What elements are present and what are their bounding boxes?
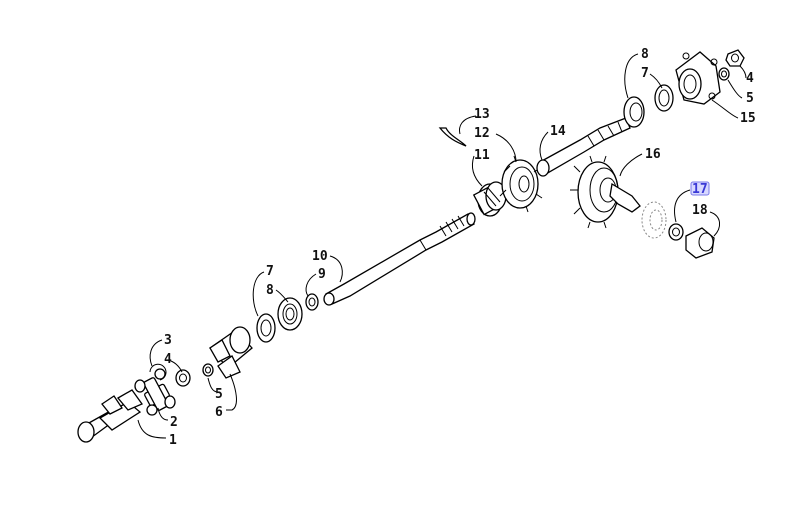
callout-8-left[interactable]: 8	[266, 283, 274, 298]
part-hub-flange-15[interactable]	[675, 51, 721, 105]
callout-7-right[interactable]: 7	[641, 66, 649, 81]
part-flange-yoke-6[interactable]	[209, 326, 253, 379]
callout-14[interactable]: 14	[550, 124, 566, 139]
callout-2[interactable]: 2	[170, 415, 178, 430]
callout-11[interactable]: 11	[474, 148, 490, 163]
callout-8-right[interactable]: 8	[641, 47, 649, 62]
part-yoke-1[interactable]	[77, 389, 143, 443]
part-bevel-gear-12[interactable]	[499, 155, 543, 213]
part-nut-4-left[interactable]	[175, 369, 191, 387]
callout-18[interactable]: 18	[692, 203, 708, 218]
callout-labels: 1 2 3 4 5 6 7 8 9 10 11 12 13 14 16 17 1…	[164, 47, 756, 448]
callout-13[interactable]: 13	[474, 107, 490, 122]
part-seal-7-left[interactable]	[256, 313, 276, 343]
part-snap-ring-3[interactable]	[149, 363, 167, 381]
part-bearing-11[interactable]	[472, 181, 507, 217]
callout-5-right[interactable]: 5	[746, 91, 754, 106]
part-gear-17[interactable]	[641, 201, 684, 241]
callout-16[interactable]: 16	[645, 147, 661, 162]
callout-17[interactable]: 17	[692, 182, 708, 197]
part-washer-5-right[interactable]	[718, 67, 730, 81]
part-seal-7-right[interactable]	[654, 84, 674, 112]
callout-3[interactable]: 3	[164, 333, 172, 348]
leader-lines	[137, 53, 747, 439]
callout-15[interactable]: 15	[740, 111, 756, 126]
callout-5-left[interactable]: 5	[215, 387, 223, 402]
callout-7-left[interactable]: 7	[266, 264, 274, 279]
part-snap-ring-13[interactable]	[438, 127, 467, 147]
part-washer-9[interactable]	[305, 293, 319, 311]
part-gear-shaft-16[interactable]	[570, 155, 641, 229]
part-nut-18[interactable]	[685, 227, 715, 259]
callout-10[interactable]: 10	[312, 249, 328, 264]
callout-6[interactable]: 6	[215, 405, 223, 420]
callout-12[interactable]: 12	[474, 126, 490, 141]
part-bearing-8-left[interactable]	[277, 297, 303, 331]
part-cross-2[interactable]	[134, 368, 176, 416]
part-bearing-8-right[interactable]	[623, 96, 645, 128]
part-nut-4-right[interactable]	[725, 49, 745, 67]
callout-9[interactable]: 9	[318, 267, 326, 282]
callout-4-right[interactable]: 4	[746, 71, 754, 86]
part-washer-5-left[interactable]	[202, 363, 214, 377]
part-pinion-shaft-14[interactable]	[536, 117, 631, 177]
callout-4-left[interactable]: 4	[164, 352, 172, 367]
part-shaft-10[interactable]	[323, 212, 476, 306]
callout-1[interactable]: 1	[169, 433, 177, 448]
callout-17-highlight	[690, 181, 710, 196]
